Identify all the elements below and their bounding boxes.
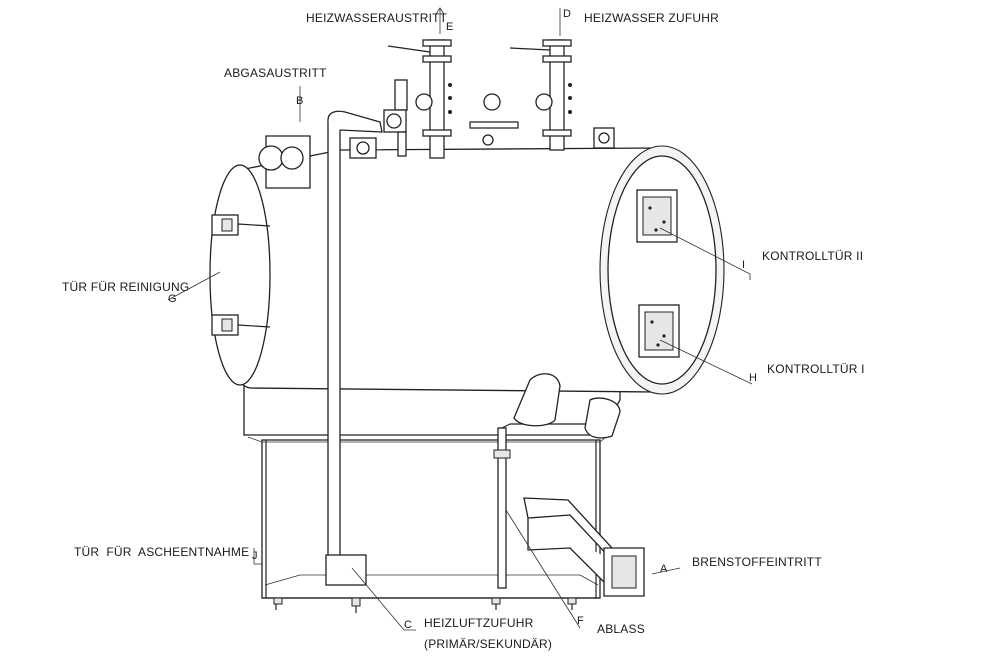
air-supply-pipe bbox=[325, 110, 383, 586]
ref-i: I bbox=[742, 259, 745, 271]
label-primaer-sekundaer: (PRIMÄR/SEKUNDÄR) bbox=[424, 637, 552, 651]
ref-h: H bbox=[749, 372, 757, 384]
elbow-connection bbox=[513, 373, 621, 439]
label-brennstoffeintritt: BRENSTOFFEINTRITT bbox=[692, 555, 822, 569]
label-tuer-ascheentnahme: TÜR FÜR ASCHEENTNAHME bbox=[74, 545, 249, 559]
label-heizwasser-zufuhr: HEIZWASSER ZUFUHR bbox=[584, 11, 719, 25]
fuel-inlet-duct bbox=[523, 497, 645, 597]
label-tuer-reinigung: TÜR FÜR REINIGUNG bbox=[62, 280, 189, 294]
label-kontrolltuer-1: KONTROLLTÜR I bbox=[767, 362, 865, 376]
ref-a: A bbox=[660, 563, 668, 575]
drain-pipe bbox=[493, 423, 600, 589]
ref-c: C bbox=[404, 619, 412, 631]
label-abgasaustritt: ABGASAUSTRITT bbox=[224, 66, 327, 80]
label-kontrolltuer-2: KONTROLLTÜR II bbox=[762, 249, 863, 263]
safety-valve-group bbox=[349, 79, 615, 159]
ref-e: E bbox=[446, 21, 453, 33]
kontrolltuer-1-door bbox=[638, 304, 680, 358]
cleaning-door-hinges bbox=[211, 214, 271, 336]
heating-water-outlet-pipe bbox=[387, 39, 452, 159]
base-frame bbox=[261, 439, 601, 613]
kontrolltuer-2-door bbox=[636, 189, 678, 243]
ref-f: F bbox=[577, 615, 584, 627]
heating-water-supply-pipe bbox=[509, 39, 572, 151]
ref-j: J bbox=[252, 550, 258, 562]
pressure-gauge-icon bbox=[483, 93, 501, 111]
label-heizwasseraustritt: HEIZWASSERAUSTRITT bbox=[306, 11, 448, 25]
ref-b: B bbox=[296, 95, 303, 107]
label-heizluftzufuhr: HEIZLUFTZUFUHR bbox=[424, 616, 534, 630]
ref-d: D bbox=[563, 8, 571, 20]
label-ablass: ABLASS bbox=[597, 622, 645, 636]
ref-g: G bbox=[168, 293, 177, 305]
leader-lines bbox=[167, 7, 753, 631]
boiler-shell bbox=[209, 145, 725, 395]
exhaust-outlet-box bbox=[258, 135, 311, 189]
